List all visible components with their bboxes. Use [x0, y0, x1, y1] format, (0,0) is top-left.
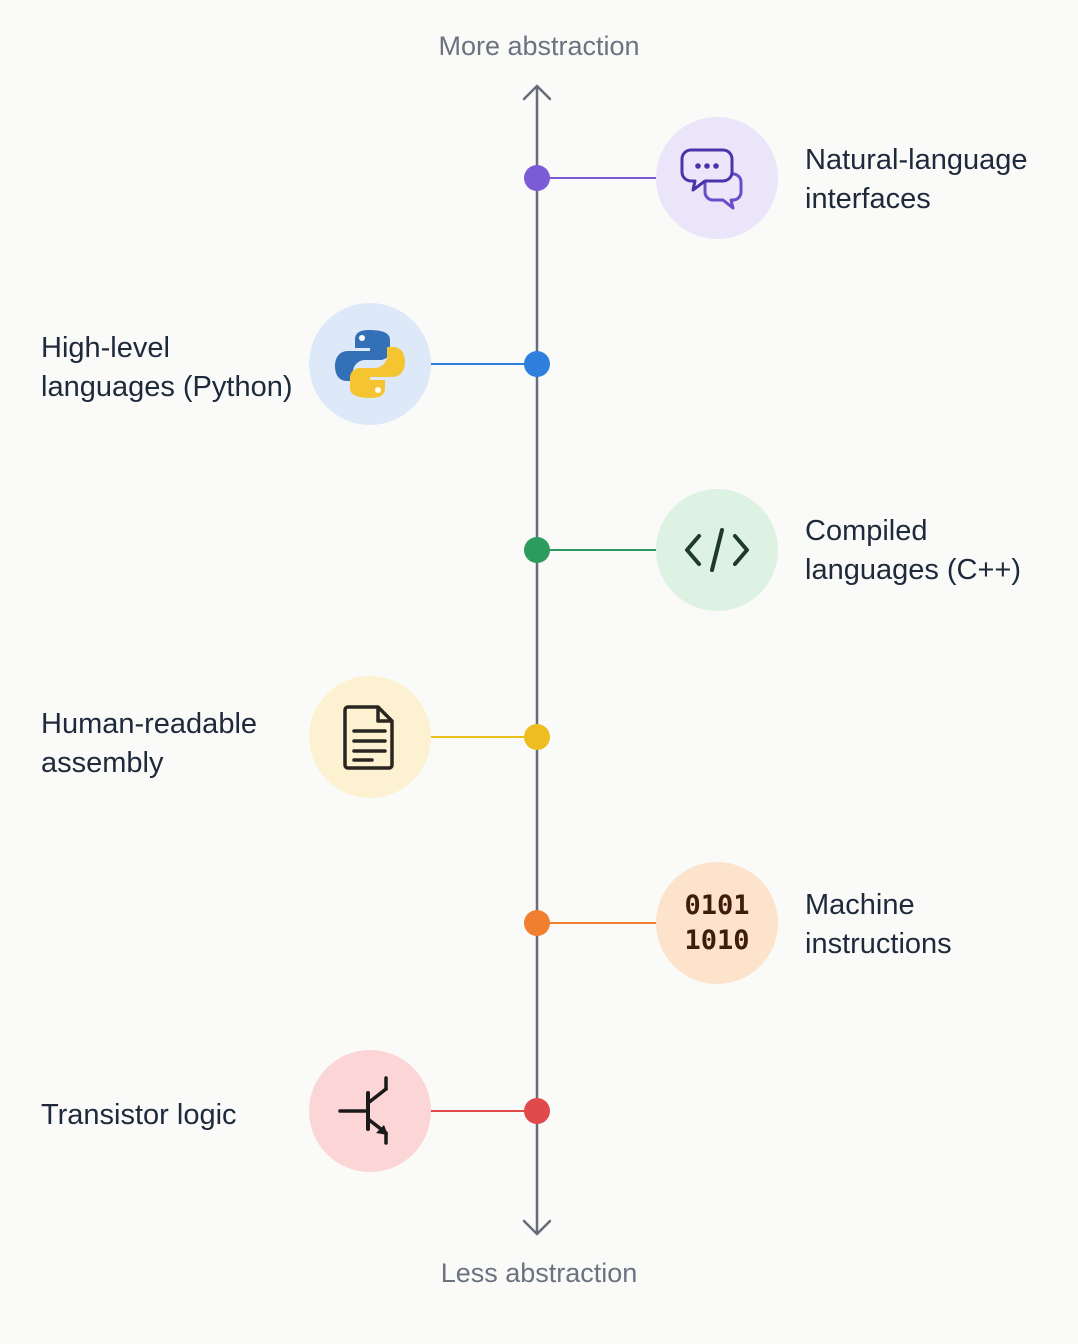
item-natural-language-label: Natural-language interfaces	[805, 144, 1028, 215]
document-icon	[343, 705, 394, 770]
item-assembly-circle	[309, 676, 431, 798]
item-machine-label: Machine instructions	[805, 889, 952, 960]
item-transistor-label: Transistor logic	[41, 1099, 237, 1131]
item-assembly-label: Human-readable assembly	[41, 708, 258, 779]
axis-dot-python	[524, 351, 550, 377]
item-python-circle	[309, 303, 431, 425]
item-transistor-circle	[309, 1050, 431, 1172]
axis-dot-machine	[524, 910, 550, 936]
axis-top-label: More abstraction	[438, 31, 640, 61]
item-machine-circle: 0101 1010	[656, 862, 778, 984]
arrow-down-icon	[522, 1219, 552, 1236]
axis-dot-cpp	[524, 537, 550, 563]
item-natural-language-circle	[656, 117, 778, 239]
axis-dot-assembly	[524, 724, 550, 750]
item-python-label: High-level languages (Python)	[41, 332, 293, 403]
item-cpp-label: Compiled languages (C++)	[805, 515, 1022, 586]
axis-bottom-label: Less abstraction	[440, 1258, 638, 1288]
chat-bubbles-icon	[680, 148, 743, 210]
arrow-up-icon	[522, 84, 552, 101]
python-logo-icon	[335, 330, 405, 398]
axis-dot-natural-language	[524, 165, 550, 191]
code-brackets-icon	[685, 528, 749, 572]
transistor-icon	[338, 1076, 388, 1145]
item-cpp-circle	[656, 489, 778, 611]
axis-dot-transistor	[524, 1098, 550, 1124]
binary-icon: 0101 1010	[684, 890, 750, 956]
